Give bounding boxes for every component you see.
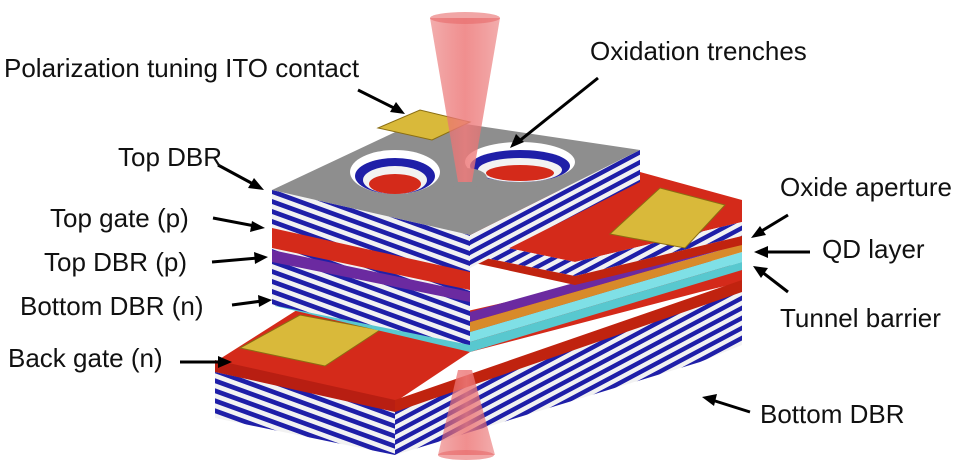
top-gate-contact-pad bbox=[608, 187, 726, 249]
label-bottom-dbr-n: Bottom DBR (n) bbox=[20, 291, 204, 321]
label-top-gate: Top gate (p) bbox=[50, 203, 189, 233]
arrow-bottom-dbr bbox=[702, 394, 751, 414]
arrow-top-dbr-p bbox=[211, 252, 268, 264]
label-qd-layer: QD layer bbox=[822, 234, 925, 264]
laser-beam bbox=[430, 12, 500, 460]
central-tower bbox=[272, 118, 640, 345]
arrow-bottom-dbr-n bbox=[231, 295, 272, 307]
label-oxidation-trenches: Oxidation trenches bbox=[590, 36, 807, 66]
arrow-tunnel-barrier bbox=[753, 266, 789, 294]
arrow-qd-layer bbox=[754, 246, 810, 258]
label-top-dbr-p: Top DBR (p) bbox=[44, 247, 188, 277]
arrow-oxide-aperture bbox=[751, 213, 789, 238]
arrow-top-gate bbox=[212, 216, 265, 232]
label-polarization-contact: Polarization tuning ITO contact bbox=[4, 53, 360, 83]
arrow-back-gate bbox=[180, 356, 232, 368]
annotation-arrows bbox=[180, 76, 810, 414]
arrow-top-dbr bbox=[217, 163, 264, 190]
label-bottom-dbr: Bottom DBR bbox=[760, 399, 905, 429]
arrow-oxidation-trenches bbox=[510, 76, 599, 148]
label-back-gate: Back gate (n) bbox=[8, 343, 163, 373]
label-top-dbr: Top DBR bbox=[118, 142, 223, 172]
label-oxide-aperture: Oxide aperture bbox=[780, 172, 952, 202]
arrow-polarization-contact bbox=[357, 88, 405, 114]
label-tunnel-barrier: Tunnel barrier bbox=[780, 303, 941, 333]
